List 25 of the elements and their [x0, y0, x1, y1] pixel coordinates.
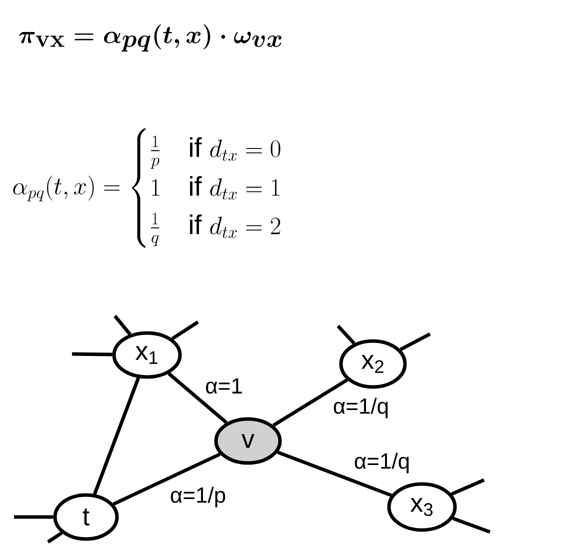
- edge-line: [452, 516, 491, 534]
- graph-node: x$_{2}$: [339, 339, 407, 389]
- edge-label: α=1/p: [168, 486, 228, 508]
- graph-node: v: [214, 417, 282, 465]
- edge-line: [93, 377, 140, 495]
- edge-line: [14, 515, 54, 519]
- edge-line: [400, 332, 431, 352]
- graph-node: t: [53, 493, 119, 541]
- formula: $\pi_{\mathbf{vx}} = \alpha_{pq}(t,x)\cdot\omega_{vx}$: [18, 24, 282, 52]
- edge-label: α=1: [204, 377, 244, 395]
- edge-line: [168, 372, 228, 424]
- edge-line: [272, 378, 348, 427]
- graph-node: x$_{3}$: [387, 482, 457, 532]
- edge-line: [112, 452, 221, 506]
- edge-line: [72, 352, 112, 356]
- graph-node: x$_{1}$: [112, 331, 182, 379]
- edge-line: [450, 478, 485, 496]
- edge-line: [171, 320, 199, 340]
- edge-line: [336, 324, 356, 345]
- edge-line: [47, 531, 63, 544]
- edge-label: α=1/q: [332, 396, 390, 420]
- formula: $\alpha_{pq}(t,x) = \begin{cases} \frac{1}{p} & \text{if } d_{tx}=0 \\ 1 & \text{if } d_{tx}=1 \\ \frac{1}{q} & \text{if } d_{tx}=2 \end{cases}$: [13, 128, 280, 248]
- edge-line: [114, 314, 132, 336]
- edge-line: [277, 450, 392, 497]
- edge-label: α=1/q: [352, 452, 412, 474]
